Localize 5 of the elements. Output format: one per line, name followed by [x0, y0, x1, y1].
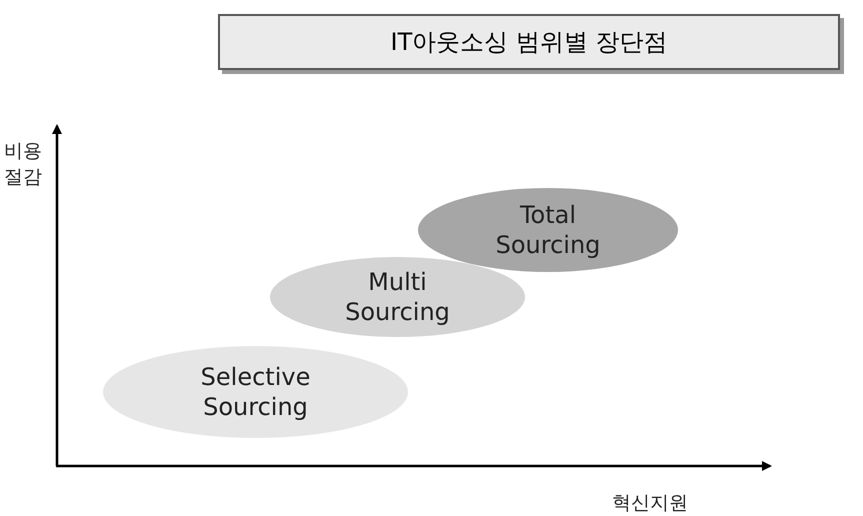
- ellipse: Multi Sourcing: [270, 257, 525, 337]
- ellipse: Selective Sourcing: [103, 346, 408, 438]
- axis-label: 혁신지원: [611, 491, 689, 516]
- ellipse: Total Sourcing: [418, 188, 678, 272]
- axis-label: 비용 절감: [4, 139, 43, 190]
